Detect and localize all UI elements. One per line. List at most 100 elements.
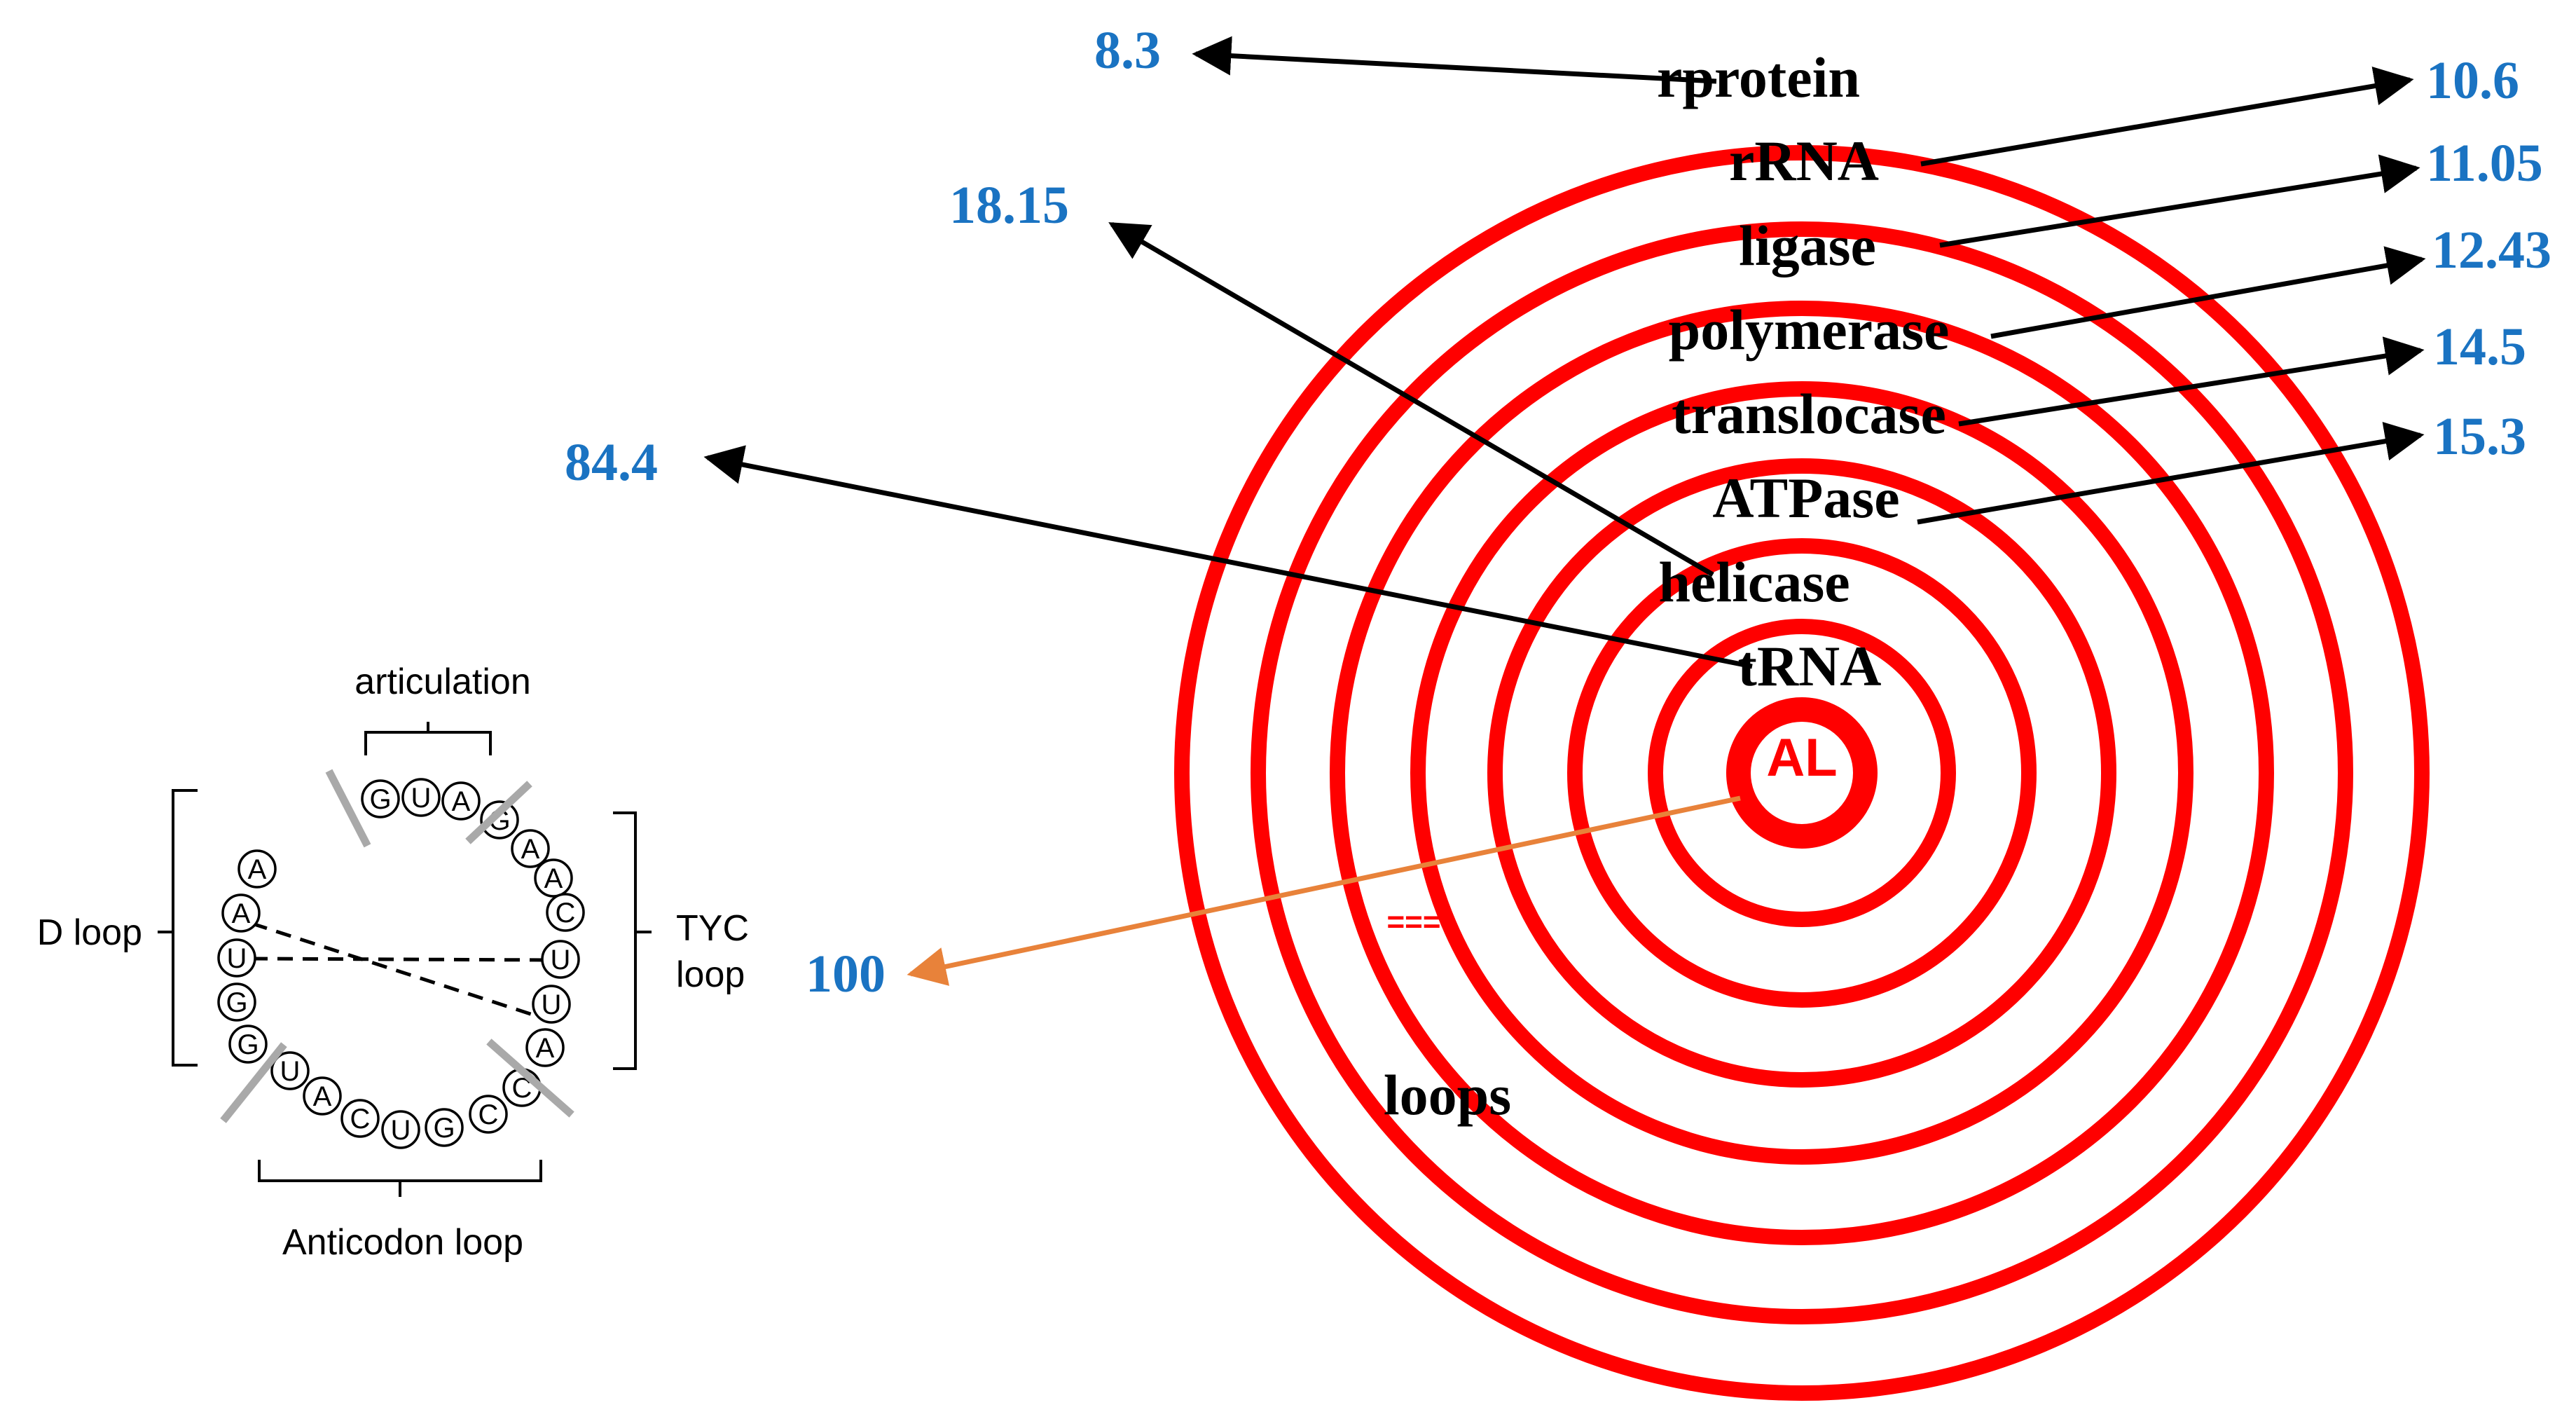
ring-rprotein [1174,145,2430,1401]
nucleotide-letter: A [232,898,251,929]
nucleotide-circle [546,893,585,932]
nucleotide-circle [534,858,573,898]
articulation-bracket [364,722,492,755]
nucleotide: A [441,781,481,821]
label-trna: tRNA [1738,634,1882,698]
arrow-al [907,795,1741,986]
nucleotide-letter: U [542,989,562,1020]
ring-al-core [1737,708,1867,838]
d-loop-bracket [158,789,198,1067]
pairing-line-2 [252,957,549,962]
nucleotide-circle [541,940,580,979]
nucleotide-letter: A [248,854,267,885]
pairing-line-1 [252,921,549,1022]
nucleotide-letter: G [226,987,247,1018]
value-ligase: 11.05 [2426,134,2543,193]
label-ligase: ligase [1739,214,1876,277]
nucleotide: U [401,778,441,817]
arrow-helicase [1108,221,1714,577]
nucleotide-letter: U [391,1115,411,1146]
arrow-translocase [1958,336,2425,427]
ring-helicase [1648,619,1956,927]
tyc-label-line2: loop [676,954,745,995]
anticodon-label: Anticodon loop [282,1222,523,1263]
nucleotide-circle [303,1076,342,1116]
nucleotide: A [534,858,573,898]
ring-polymerase [1410,381,2193,1165]
value-rrna: 10.6 [2426,51,2519,110]
ring-rrna [1251,221,2353,1324]
cut-mark-top-right [465,781,532,844]
nucleotide-circle [217,982,256,1022]
cut-mark-bottom-left [220,1042,287,1123]
ring-atpase [1567,538,2037,1008]
nucleotide-circle [469,1095,508,1134]
nucleotide-circle [340,1099,380,1138]
nucleotide-circle [270,1051,310,1090]
label-rrna: rRNA [1729,129,1879,193]
ring-ligase [1330,301,2274,1245]
nucleotide-circle [525,1028,565,1067]
nucleotide-letter: A [313,1081,332,1112]
label-atpase: ATPase [1712,466,1899,530]
nucleotide-circle [217,938,256,978]
nucleotide-letter: G [237,1029,259,1060]
nucleotide-letter: U [280,1056,301,1087]
value-al: 100 [806,945,886,1003]
label-helicase: helicase [1658,550,1850,614]
nucleotide-letter: U [551,945,571,975]
nucleotide: G [425,1108,464,1147]
arrow-rrna [1920,66,2414,167]
nucleotide-circle [511,829,550,868]
nucleotide: A [303,1076,342,1116]
value-arrows [703,36,2426,986]
nucleotide: U [217,938,256,978]
arrow-trna [703,445,1753,669]
layer-labels: rprotein rRNA ligase polymerase transloc… [1384,46,1950,1127]
nucleotide-letter: A [536,1033,555,1064]
value-helicase: 18.15 [949,176,1069,235]
nucleotide: A [525,1028,565,1067]
label-translocase: translocase [1672,382,1946,446]
label-polymerase: polymerase [1669,298,1950,362]
nucleotide-circle [441,781,481,821]
label-rprotein: rprotein [1657,46,1860,109]
nucleotide-letter: U [411,783,432,814]
nucleotide: A [511,829,550,868]
equals-mark: === [1386,905,1440,939]
articulation-label: articulation [354,662,530,702]
nucleotide-letter: C [478,1099,499,1130]
nucleotide-letter: C [556,898,576,928]
anticodon-bracket [258,1160,542,1197]
nucleotide: A [237,849,277,889]
nucleotide-circle [480,800,519,839]
nucleotide-letter: A [452,786,471,817]
value-translocase: 14.5 [2433,317,2526,376]
cut-mark-top-left [325,769,371,848]
nucleotide-letter: A [521,834,540,865]
nucleotide: C [469,1095,508,1134]
nucleotide-circle [221,893,261,933]
nucleotide: U [532,985,571,1024]
ring-trna [1726,697,1878,849]
nucleotide-circle [228,1024,268,1064]
nucleotide: C [340,1099,380,1138]
concentric-rings [1174,145,2430,1401]
tyc-label-line1: TYC [676,908,749,949]
nucleotide-circle [361,779,400,818]
nucleotide-circle [532,985,571,1024]
nucleotide: U [270,1051,310,1090]
nucleotide-circle [401,778,441,817]
value-polymerase: 12.43 [2432,221,2551,280]
cut-mark-bottom-right [486,1039,574,1118]
nucleotide-circle [237,849,277,889]
d-loop-label: D loop [37,912,142,953]
value-trna: 84.4 [565,433,658,492]
arrow-polymerase [1990,246,2426,339]
nucleotide: G [228,1024,268,1064]
nucleotide: A [221,893,261,933]
label-loops: loops [1384,1063,1511,1127]
nucleotide-letter: A [544,863,563,894]
